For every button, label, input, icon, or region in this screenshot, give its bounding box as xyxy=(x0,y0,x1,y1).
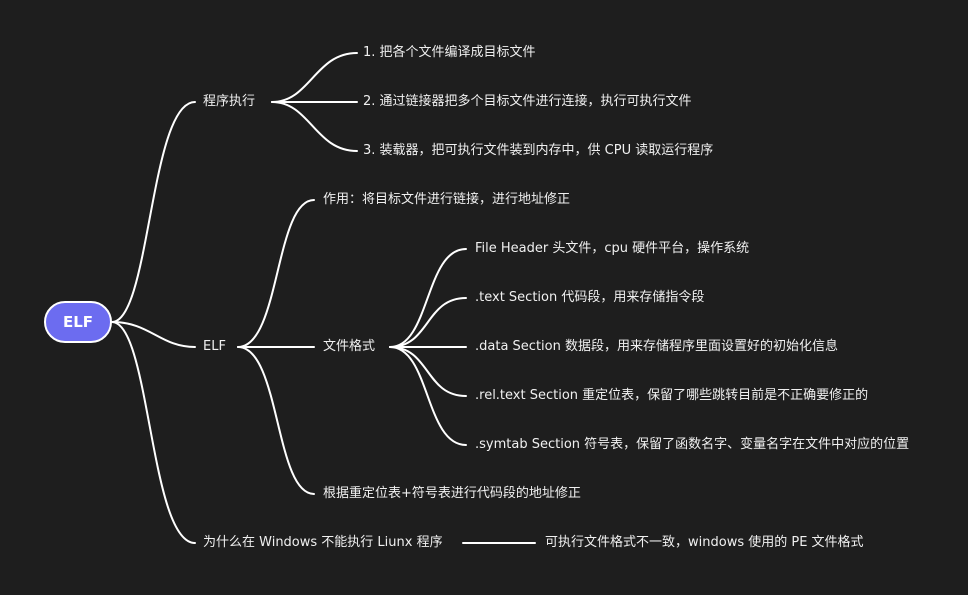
link-format-item2 xyxy=(389,297,467,348)
link-root-windows xyxy=(111,321,196,544)
node-windows-question[interactable]: 为什么在 Windows 不能执行 Liunx 程序 xyxy=(203,535,443,550)
node-rel-text-section[interactable]: .rel.text Section 重定位表，保留了哪些跳转目前是不正确要修正的 xyxy=(475,388,869,403)
link-root-execution xyxy=(111,101,196,323)
node-windows-answer[interactable]: 可执行文件格式不一致，windows 使用的 PE 文件格式 xyxy=(545,535,864,550)
link-format-item1 xyxy=(389,248,467,348)
node-symtab-section[interactable]: .symtab Section 符号表，保留了函数名字、变量名字在文件中对应的位… xyxy=(475,437,910,452)
link-root-elf xyxy=(111,321,196,348)
link-format-item4 xyxy=(389,346,467,397)
link-execution-step1 xyxy=(271,52,358,103)
node-step-link[interactable]: 2. 通过链接器把多个目标文件进行连接，执行可执行文件 xyxy=(363,94,692,109)
node-step-load[interactable]: 3. 装载器，把可执行文件装到内存中，供 CPU 读取运行程序 xyxy=(363,143,714,158)
node-elf[interactable]: ELF xyxy=(203,339,226,354)
node-elf-purpose[interactable]: 作用：将目标文件进行链接，进行地址修正 xyxy=(323,192,571,207)
node-address-fix[interactable]: 根据重定位表+符号表进行代码段的地址修正 xyxy=(323,486,581,501)
root-node-elf[interactable]: ELF xyxy=(44,301,112,343)
node-data-section[interactable]: .data Section 数据段，用来存储程序里面设置好的初始化信息 xyxy=(475,339,838,354)
node-execution[interactable]: 程序执行 xyxy=(203,94,256,109)
link-elf-purpose xyxy=(237,199,315,348)
node-file-format[interactable]: 文件格式 xyxy=(323,339,376,354)
node-step-compile[interactable]: 1. 把各个文件编译成目标文件 xyxy=(363,45,536,60)
node-file-header[interactable]: File Header 头文件，cpu 硬件平台，操作系统 xyxy=(475,241,750,256)
link-elf-fix xyxy=(237,346,315,495)
node-text-section[interactable]: .text Section 代码段，用来存储指令段 xyxy=(475,290,705,305)
link-format-item5 xyxy=(389,346,467,446)
link-execution-step3 xyxy=(271,101,358,152)
